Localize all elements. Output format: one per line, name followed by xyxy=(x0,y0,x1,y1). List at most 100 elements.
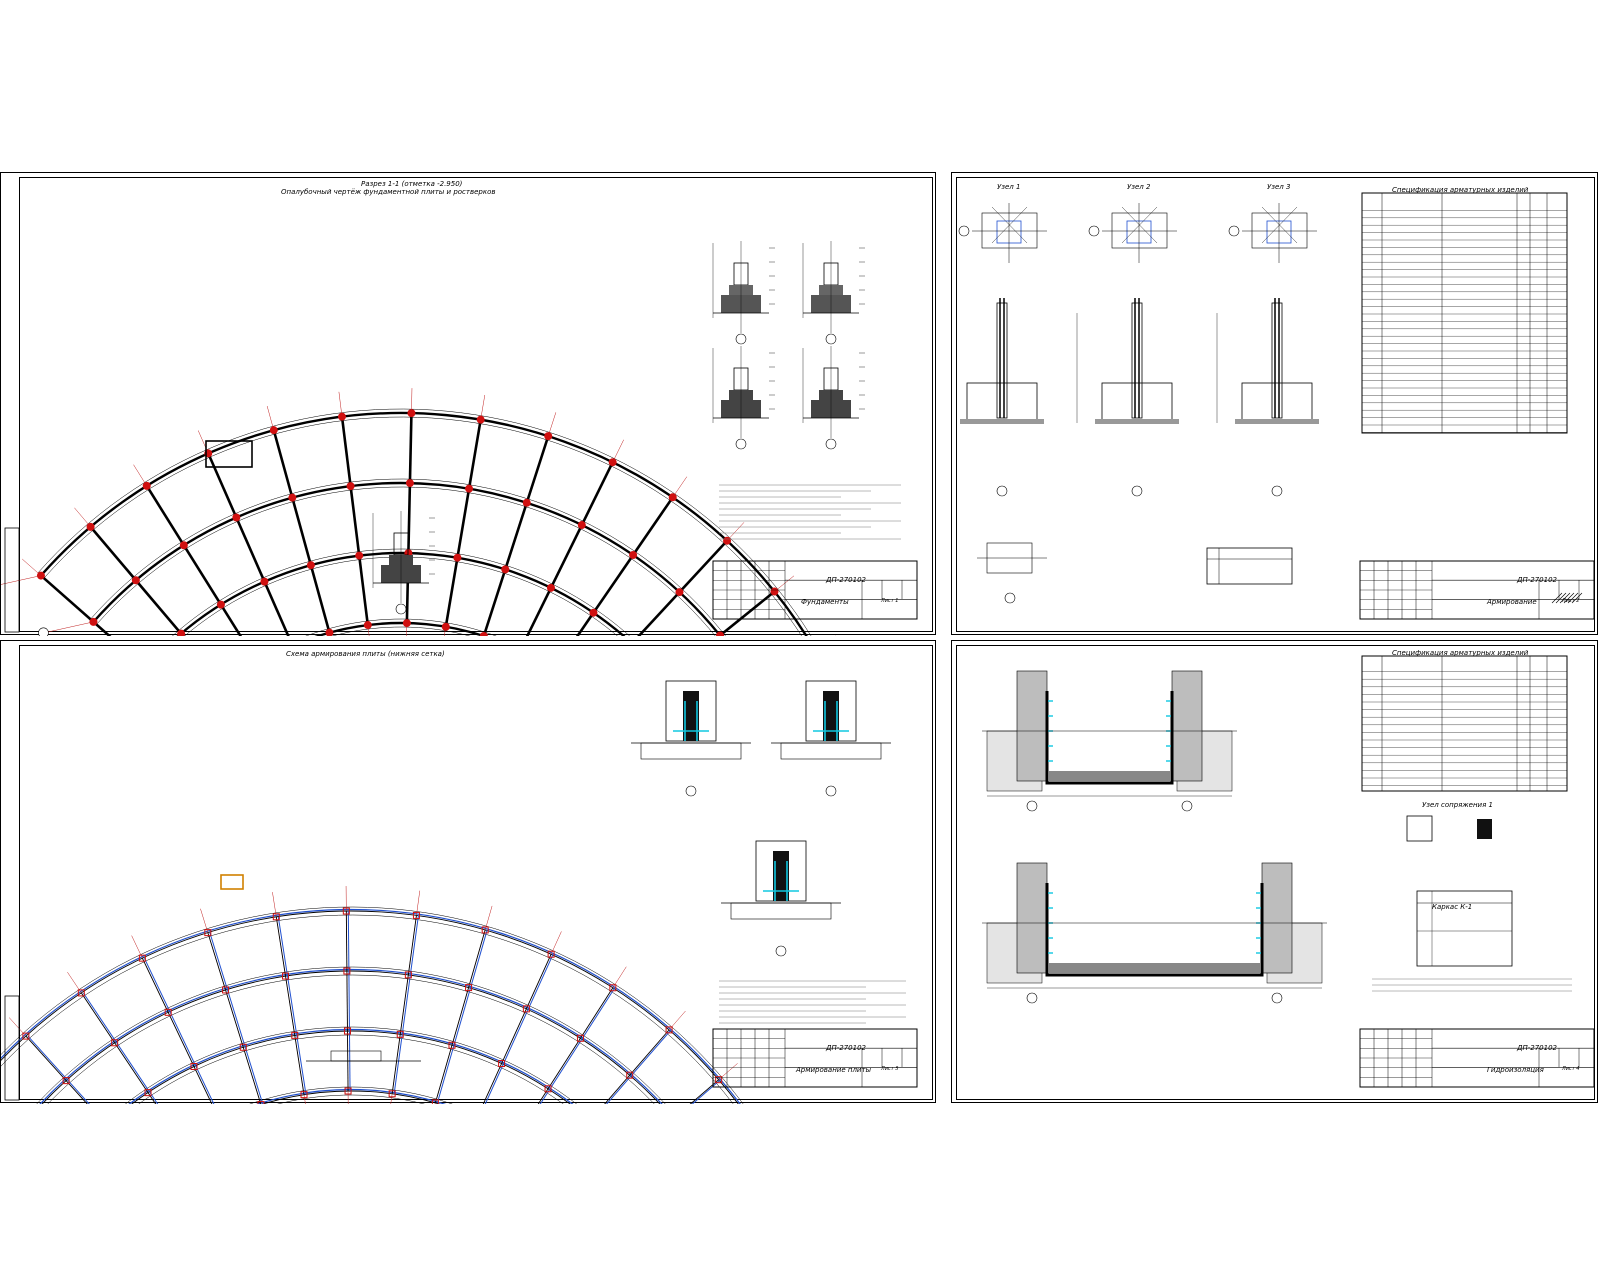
plan-beam-10 xyxy=(575,496,674,636)
plan-column-11-2 xyxy=(626,1071,634,1079)
plan-axis-5 xyxy=(272,892,306,1104)
plan-beam-0 xyxy=(40,574,112,636)
plan-column-11-2 xyxy=(675,588,684,597)
plan-axis-8 xyxy=(434,905,493,1104)
sec-0-prep xyxy=(960,419,1044,424)
sheet-4-drawing xyxy=(982,655,1595,1088)
plan-column-12-3 xyxy=(715,1076,723,1084)
bending-table xyxy=(1206,547,1293,585)
plan-column-1-3 xyxy=(86,522,95,531)
plan-column-2-3 xyxy=(77,989,85,997)
stamp-hatch-3 xyxy=(1563,592,1575,604)
conn-detail-1 xyxy=(1406,815,1433,842)
node-0-diag2 xyxy=(991,206,1028,244)
plan-column-10-3 xyxy=(668,493,677,502)
plan-column-1-2 xyxy=(62,1077,70,1085)
sheet-2-stamp-title: ДП-270102 xyxy=(1517,576,1557,584)
plan-beam-4 xyxy=(272,429,331,634)
plan-column-7-1 xyxy=(453,553,462,562)
sheet-4-stamp-title: ДП-270102 xyxy=(1517,1044,1557,1052)
plan-column-11-3 xyxy=(723,536,732,545)
plan-column-6-3 xyxy=(407,409,416,418)
wp-sec-1-wall-right xyxy=(1171,670,1203,782)
plan-axis-2 xyxy=(133,464,241,636)
plan-column-2-2 xyxy=(111,1039,119,1047)
plan-column-6-2 xyxy=(343,967,351,975)
stamp-hatch-4 xyxy=(1567,592,1579,604)
plan-column-6-2 xyxy=(405,479,414,488)
stamp-hatch-2 xyxy=(1559,592,1571,604)
plan-column-1-1 xyxy=(177,629,186,636)
plan-column-9-2 xyxy=(577,521,586,530)
sec-5-5-bubble xyxy=(395,603,407,615)
plan-ring-outer-1 xyxy=(172,548,630,636)
plan-column-3-1 xyxy=(260,577,269,586)
sheet-1-stamp-sheet: Лист 1 xyxy=(881,598,899,604)
wp-sec-2-bubble-l xyxy=(1026,992,1038,1004)
plan-column-4-3 xyxy=(269,426,278,435)
sheet-1-plan-title: Разрез 1-1 (отметка -2.950) xyxy=(361,180,463,188)
spec-table xyxy=(1361,192,1568,434)
plan-rebar-beam-3 xyxy=(143,957,215,1104)
plan-rebar-beam-11 xyxy=(606,1029,672,1104)
sheet-2-detail-title-2: Узел 2 xyxy=(1127,183,1151,191)
plan-beam-11 xyxy=(604,1029,670,1104)
plan-column-2-3 xyxy=(142,481,151,490)
plan-beam-0 xyxy=(1,1087,116,1104)
sec-2-column xyxy=(1271,302,1283,419)
wp-sec-2-slab xyxy=(1049,963,1260,973)
plan-column-4-0 xyxy=(257,1101,265,1104)
rsec-3-slab xyxy=(730,902,832,920)
sheet-2-frame xyxy=(956,177,1595,632)
plan-column-3-2 xyxy=(164,1008,172,1016)
plan-rebar-beam-6 xyxy=(347,911,351,1092)
plan-beam-11 xyxy=(637,539,728,636)
spec-table xyxy=(1361,655,1568,792)
plan-beam-12 xyxy=(717,590,776,636)
sheet-1-stamp-title: ДП-270102 xyxy=(826,576,866,584)
plan-column-4-0 xyxy=(325,628,334,636)
wp-sec-1-membrane xyxy=(1045,691,1174,785)
rsec-2-column xyxy=(823,691,839,741)
plan-rebar-ring-0 xyxy=(255,1088,446,1104)
plan-rebar-beam-2 xyxy=(82,992,159,1104)
plan-beam-1 xyxy=(25,1035,88,1104)
drawing-sheet-3: Схема армирования плиты (нижняя сетка) Д… xyxy=(0,640,936,1104)
sheet-4-stamp-sheet: Лист 4 xyxy=(1562,1066,1580,1072)
plan-rebar-beam-1 xyxy=(27,1035,90,1104)
plan-ring-inner-1 xyxy=(138,1034,564,1104)
plan-column-4-2 xyxy=(222,986,230,994)
plan-column-10-2 xyxy=(576,1034,584,1042)
plan-axis-11 xyxy=(604,1010,686,1104)
node-2-bubble xyxy=(1228,225,1240,237)
drawing-sheet-1: Разрез 1-1 (отметка -2.950) Опалубочный … xyxy=(0,172,936,636)
stair-opening xyxy=(205,440,253,468)
plan-column-4-3 xyxy=(204,929,212,937)
sheet-3-plan-title: Схема армирования плиты (нижняя сетка) xyxy=(286,650,445,658)
sec-2-prep xyxy=(1235,419,1319,424)
plan-ring-outer-1 xyxy=(125,1026,577,1104)
plan-column-7-3 xyxy=(412,911,420,919)
plan-column-1-2 xyxy=(131,576,140,585)
sheet-2-spec-title: Спецификация арматурных изделий xyxy=(1392,186,1529,194)
plan-column-7-0 xyxy=(441,622,450,631)
plan-column-5-2 xyxy=(282,972,290,980)
sec-0-footing xyxy=(966,382,1038,422)
plan-axis-1 xyxy=(8,1017,88,1104)
node-4-bubble xyxy=(1004,592,1016,604)
sheet-4-spec-title: Спецификация арматурных изделий xyxy=(1392,649,1529,657)
plan-column-8-0 xyxy=(479,632,488,636)
plan-column-2-2 xyxy=(179,541,188,550)
plan-beam-2 xyxy=(145,485,243,636)
plan-rebar-beam-12 xyxy=(691,1079,721,1104)
stamp-hatch-0 xyxy=(1551,592,1563,604)
plan-beam-7 xyxy=(391,915,417,1094)
plan-rebar-beam-9 xyxy=(484,954,554,1104)
plan-column-4-2 xyxy=(288,493,297,502)
plan-axis-10 xyxy=(537,966,627,1104)
sec-1-column xyxy=(1131,302,1143,419)
plan-column-6-3 xyxy=(342,907,350,915)
plan-rebar-beam-5 xyxy=(277,916,307,1095)
stamp-hatch-1 xyxy=(1555,592,1567,604)
plan-ring-3 xyxy=(1,910,739,1104)
